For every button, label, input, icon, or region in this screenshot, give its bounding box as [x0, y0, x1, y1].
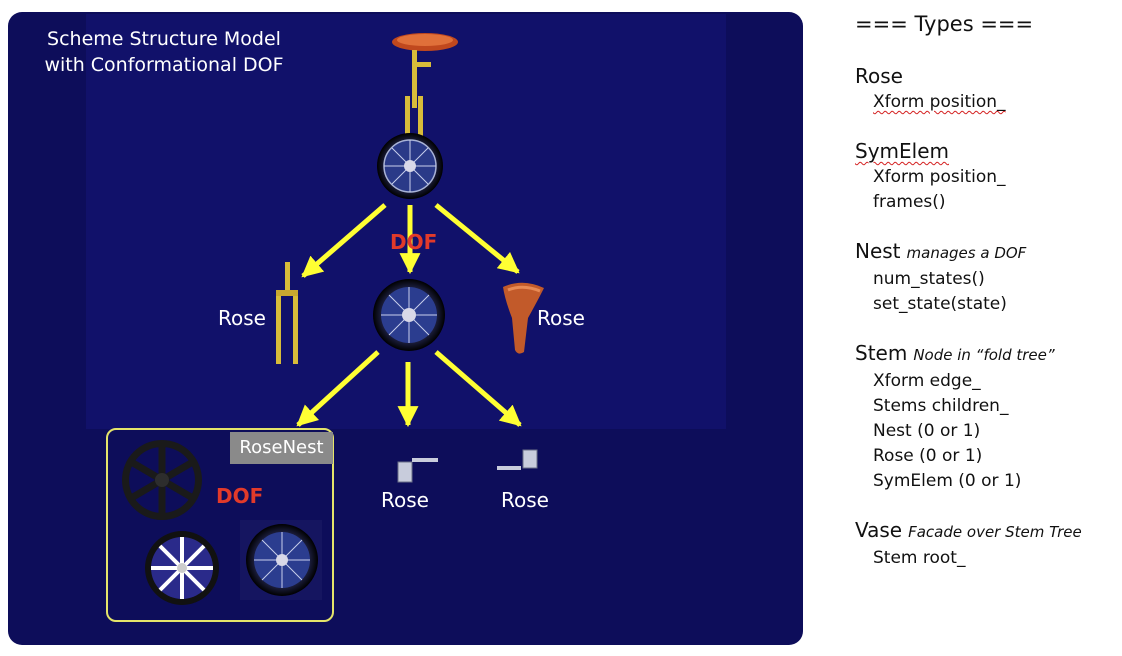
type-member-text: Rose (0 or 1): [873, 446, 983, 466]
dof-label-top: DOF: [390, 230, 438, 254]
crank-icon: [397, 458, 438, 483]
rose-label-crank-right: Rose: [501, 488, 549, 512]
type-block-rose: Rose Xform position_: [855, 62, 1117, 115]
type-member: num_states(): [855, 267, 1117, 292]
diagram-graph: [122, 33, 544, 605]
arrow-hub-to-crank-right: [434, 350, 522, 427]
type-member-text: Xform position_: [873, 167, 1006, 187]
type-member: Xform position_: [855, 165, 1117, 190]
type-block-stem: Stem Node in “fold tree” Xform edge_ Stem…: [855, 339, 1117, 494]
diagram-title: Scheme Structure Model with Conformation…: [24, 26, 304, 78]
arrow-hub-to-rosenest: [296, 350, 380, 427]
type-block-symelem: SymElem Xform position_ frames(): [855, 137, 1117, 215]
edge-arrows: [296, 203, 522, 428]
type-member-text: set_state(state): [873, 294, 1007, 314]
six-spoke-rim-icon: [122, 440, 202, 520]
type-note-stem: Node in “fold tree”: [913, 346, 1055, 364]
type-member: Stem root_: [855, 546, 1117, 571]
rose-label-seat: Rose: [537, 306, 585, 330]
type-member: Rose (0 or 1): [855, 444, 1117, 469]
diagram-title-line1: Scheme Structure Model: [47, 28, 281, 50]
unicycle-icon: [377, 33, 458, 199]
type-member-text: Xform position_: [873, 92, 1006, 112]
type-name-nest: Nest: [855, 239, 901, 263]
type-member-text: Stem root_: [873, 548, 966, 568]
types-legend: === Types === Rose Xform position_ SymEl…: [855, 12, 1117, 593]
type-member-text: num_states(): [873, 269, 985, 289]
fork-icon: [276, 262, 298, 364]
wheel-icon: [373, 279, 445, 351]
pedal-icon: [497, 449, 538, 470]
rosenest-label: RoseNest: [230, 432, 333, 464]
type-block-vase: Vase Facade over Stem Tree Stem root_: [855, 516, 1117, 571]
arrow-wheel-to-fork: [301, 203, 387, 278]
type-member-text: Stems children_: [873, 396, 1009, 416]
type-member-text: SymElem (0 or 1): [873, 471, 1022, 491]
rim-variants-icon: [122, 440, 322, 605]
white-spoke-rim-icon: [145, 531, 219, 605]
type-member: Nest (0 or 1): [855, 419, 1117, 444]
type-name-vase: Vase: [855, 518, 903, 542]
diagram-inner-area: [86, 14, 726, 429]
types-header: === Types ===: [855, 12, 1034, 36]
type-name-stem: Stem: [855, 341, 908, 365]
type-member-text: Xform edge_: [873, 371, 981, 391]
type-member-text: frames(): [873, 192, 946, 212]
type-member: frames(): [855, 190, 1117, 215]
type-member: Stems children_: [855, 394, 1117, 419]
type-note-vase: Facade over Stem Tree: [908, 523, 1082, 541]
type-member: SymElem (0 or 1): [855, 469, 1117, 494]
dof-label-rosenest: DOF: [216, 484, 264, 508]
rosenest-group: [106, 428, 334, 622]
type-note-nest: manages a DOF: [906, 244, 1027, 262]
type-member: set_state(state): [855, 292, 1117, 317]
type-member: Xform position_: [855, 90, 1117, 115]
seat-icon: [503, 282, 544, 354]
rose-label-fork: Rose: [218, 306, 266, 330]
type-member-text: Nest (0 or 1): [873, 421, 981, 441]
rose-label-crank-left: Rose: [381, 488, 429, 512]
diagram-title-line2: with Conformational DOF: [44, 54, 284, 76]
type-name-symelem: SymElem: [855, 139, 949, 163]
arrow-wheel-to-seat: [434, 203, 520, 274]
wire-spoke-rim-icon: [240, 520, 322, 600]
type-name-rose: Rose: [855, 64, 903, 88]
type-block-nest: Nest manages a DOF num_states() set_state…: [855, 237, 1117, 317]
type-member: Xform edge_: [855, 369, 1117, 394]
